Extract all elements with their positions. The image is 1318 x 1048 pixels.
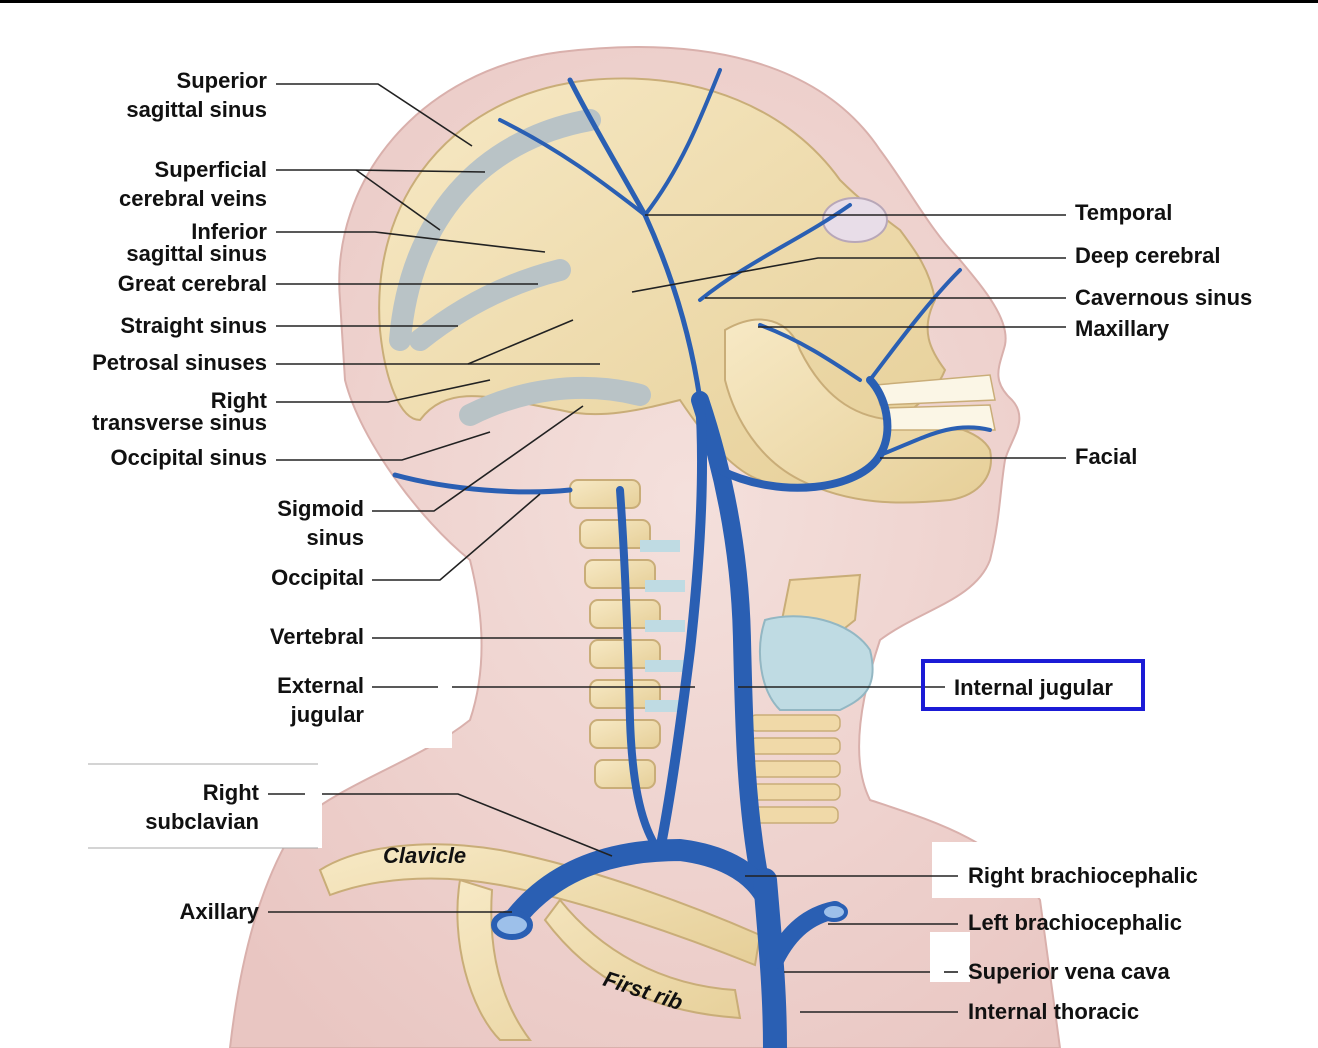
label-superficial-cerebral-veins: Superficial cerebral veins [119, 157, 267, 211]
label-right-brachiocephalic: Right brachiocephalic [968, 863, 1198, 888]
label-sigmoid-sinus: Sigmoid sinus [277, 496, 364, 550]
label-clavicle: Clavicle [383, 843, 467, 868]
label-superior-vena-cava: Superior vena cava [968, 959, 1170, 984]
label-right-subclavian: Right subclavian [145, 780, 259, 834]
cover-panel [930, 932, 970, 982]
axillary-vein-end [491, 910, 533, 940]
label-occipital-sinus: Occipital sinus [110, 445, 268, 470]
eye-orbit [822, 197, 888, 243]
label-left-brachiocephalic: Left brachiocephalic [968, 910, 1182, 935]
sinus-channels [389, 109, 651, 426]
label-external-jugular: External jugular [277, 673, 364, 727]
label-cavernous-sinus: Cavernous sinus [1075, 285, 1253, 310]
label-superior-sagittal-sinus: Superior sagittal sinus [126, 68, 267, 122]
mandible [724, 318, 992, 504]
label-great-cerebral: Great cerebral [117, 271, 267, 296]
leader-lines [268, 83, 1066, 1013]
label-internal-thoracic: Internal thoracic [968, 999, 1140, 1024]
left-brachiocephalic-end [820, 902, 848, 922]
top-border [0, 0, 1318, 3]
label-straight-sinus: Straight sinus [120, 313, 267, 338]
venous-network [392, 68, 992, 1048]
label-temporal: Temporal [1075, 200, 1173, 225]
label-deep-cerebral: Deep cerebral [1075, 243, 1221, 268]
label-petrosal-sinuses: Petrosal sinuses [92, 350, 267, 375]
cover-panel [378, 686, 452, 748]
label-inferior-sagittal-sinus: Inferior sagittal sinus [126, 219, 267, 266]
label-occipital: Occipital [271, 565, 364, 590]
highlight-box-internal-jugular [921, 659, 1145, 711]
label-maxillary: Maxillary [1075, 316, 1170, 341]
label-facial: Facial [1075, 444, 1138, 469]
first-rib-bone [456, 878, 742, 1041]
cover-panel [88, 764, 322, 848]
label-axillary: Axillary [179, 899, 260, 924]
label-vertebral: Vertebral [269, 624, 364, 649]
cervical-spine [569, 479, 661, 789]
label-internal-jugular: Internal jugular [954, 675, 1113, 700]
tracheal-rings [749, 714, 841, 824]
intervertebral-discs [640, 540, 685, 712]
clavicle-bone [318, 843, 762, 967]
cover-panel [932, 842, 1250, 898]
label-right-transverse-sinus: Right transverse sinus [92, 388, 267, 435]
